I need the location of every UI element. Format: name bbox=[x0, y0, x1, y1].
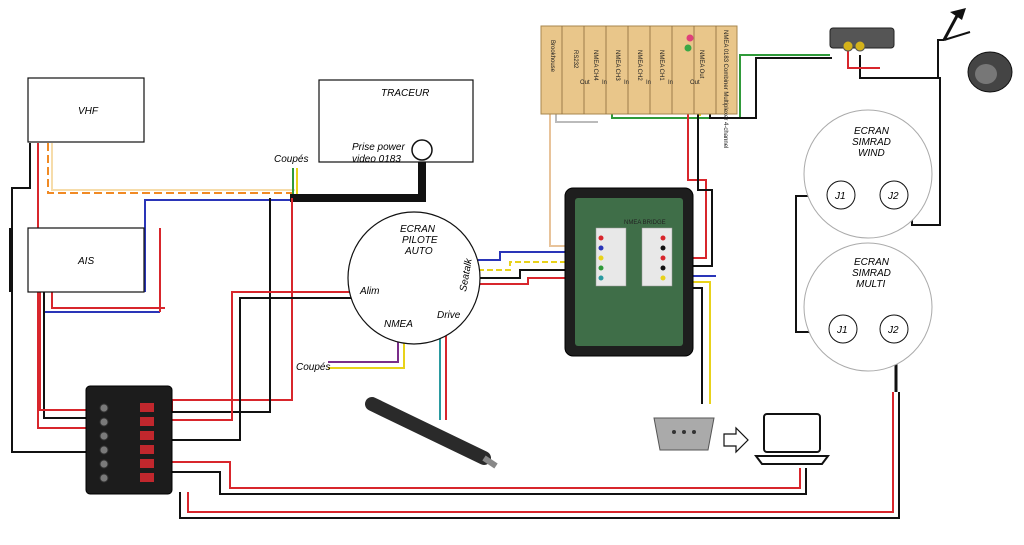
multi-line3: MULTI bbox=[856, 279, 885, 290]
seatalk-red-wire bbox=[478, 277, 590, 285]
seatalk-black-wire bbox=[478, 269, 590, 279]
mux-col-3: NMEA CH3 bbox=[614, 50, 620, 81]
autopilot-screen: ECRAN PILOTE AUTO Alim NMEA Drive Seatal… bbox=[347, 211, 481, 345]
nmea-label: NMEA bbox=[384, 319, 413, 330]
autopilot-line1: ECRAN bbox=[400, 224, 436, 235]
mux-col-4: NMEA CH4 bbox=[592, 50, 598, 81]
bridge-label: NMEA BRIDGE bbox=[624, 220, 666, 226]
speed-sensor-icon bbox=[967, 51, 1013, 93]
mux-red-wire bbox=[687, 112, 707, 259]
wind-vane-icon bbox=[942, 8, 971, 41]
mux-io-4: Out bbox=[580, 80, 590, 86]
autopilot-nmea-purple bbox=[328, 340, 399, 363]
wind-sensor-black bbox=[859, 55, 941, 226]
vhf-box: VHF bbox=[27, 77, 145, 143]
multi-j2-red bbox=[187, 392, 894, 513]
multiplexer: Brookhouse NMEA 0183 Combiner Multiplexe… bbox=[540, 25, 738, 148]
autopilot-nmea-yellow bbox=[328, 340, 405, 369]
tracer-label: TRACEUR bbox=[381, 88, 429, 99]
switch-panel bbox=[85, 385, 173, 495]
multi-line1: ECRAN bbox=[854, 257, 890, 268]
wind-line2: SIMRAD bbox=[852, 137, 891, 148]
tracer-port-label-1: Prise power bbox=[352, 142, 405, 153]
ais-black-wire bbox=[43, 292, 100, 419]
autopilot-line3: AUTO bbox=[404, 246, 433, 257]
bridge-black-db9 bbox=[690, 287, 703, 404]
mux-black-wire bbox=[709, 57, 832, 119]
autopilot-alim-red bbox=[172, 291, 360, 421]
wind-line1: ECRAN bbox=[854, 126, 890, 137]
cut-top-label: Coupés bbox=[274, 154, 308, 165]
bridge-yellow-wire bbox=[690, 281, 711, 404]
tracer-power-black bbox=[172, 198, 271, 413]
multi-line2: SIMRAD bbox=[852, 268, 891, 279]
mux-col-0: NMEA 0183 Combiner Multiplexer 4-channel bbox=[722, 30, 728, 148]
vhf-label: VHF bbox=[78, 106, 99, 117]
wind-sensor-red bbox=[847, 48, 880, 69]
tracer-socket-icon bbox=[411, 139, 433, 161]
alim-label: Alim bbox=[359, 286, 379, 297]
tracer-box: TRACEUR Prise power video 0183 bbox=[318, 79, 474, 165]
nmea-bridge: NMEA BRIDGE bbox=[564, 187, 694, 357]
ais-label: AIS bbox=[77, 256, 94, 267]
multi-j1-label: J1 bbox=[836, 325, 848, 336]
seatalk-blue-wire bbox=[478, 251, 590, 261]
mux-gray-wire bbox=[555, 112, 598, 123]
vhf-beige-wire bbox=[51, 143, 295, 191]
laptop-red-wire bbox=[172, 461, 801, 489]
mux-io-1: In bbox=[646, 80, 651, 86]
tracer-thick-cable bbox=[290, 162, 426, 202]
cut-bottom-label: Coupés bbox=[296, 362, 330, 373]
mux-led-red-icon bbox=[686, 34, 694, 42]
ais-box: AIS bbox=[27, 227, 145, 293]
mux-io-3: In bbox=[602, 80, 607, 86]
ais-red-power bbox=[39, 292, 100, 411]
seatalk-yellow-wire bbox=[478, 261, 590, 271]
mux-io-2: In bbox=[624, 80, 629, 86]
multi-j2-black-2 bbox=[179, 392, 900, 519]
mux-led-green-icon bbox=[684, 44, 692, 52]
wind-j2-label: J2 bbox=[887, 191, 899, 202]
arrow-right-icon bbox=[723, 426, 749, 454]
mux-io-0: In bbox=[668, 80, 673, 86]
multi-j2-label: J2 bbox=[887, 325, 899, 336]
ais-blue-wire bbox=[144, 199, 292, 292]
wind-j1-label: J1 bbox=[834, 191, 846, 202]
autopilot-line2: PILOTE bbox=[402, 235, 438, 246]
ais-power-red bbox=[51, 292, 165, 309]
mux-col-2: NMEA CH2 bbox=[636, 50, 642, 81]
mux-col-6: NMEA Out bbox=[698, 50, 704, 79]
drive-label: Drive bbox=[437, 310, 461, 321]
wind-connector-icon bbox=[829, 27, 895, 52]
vhf-orange-wire bbox=[47, 143, 295, 194]
wind-screen: ECRAN SIMRAD WIND J1 J2 bbox=[803, 109, 933, 239]
wind-sensor-black-2 bbox=[937, 39, 944, 78]
db9-connector-icon bbox=[653, 417, 715, 451]
laptop-black-wire bbox=[172, 468, 807, 495]
bridge-terminal-dots bbox=[598, 235, 666, 281]
multi-screen: ECRAN SIMRAD MULTI J1 J2 bbox=[803, 242, 933, 372]
mux-col-5: RS232 bbox=[572, 50, 578, 69]
laptop-icon bbox=[754, 413, 830, 465]
wind-line3: WIND bbox=[858, 148, 885, 159]
mux-black-power bbox=[690, 112, 713, 267]
mux-brand: Brookhouse bbox=[549, 40, 555, 73]
mux-col-1: NMEA CH1 bbox=[658, 50, 664, 81]
vhf-black-wire bbox=[11, 143, 100, 453]
autopilot-alim-black bbox=[172, 297, 360, 441]
autopilot-actuator-icon bbox=[365, 397, 498, 469]
tracer-port-label-2: video 0183 bbox=[352, 154, 401, 165]
mux-io-5: Out bbox=[690, 80, 700, 86]
